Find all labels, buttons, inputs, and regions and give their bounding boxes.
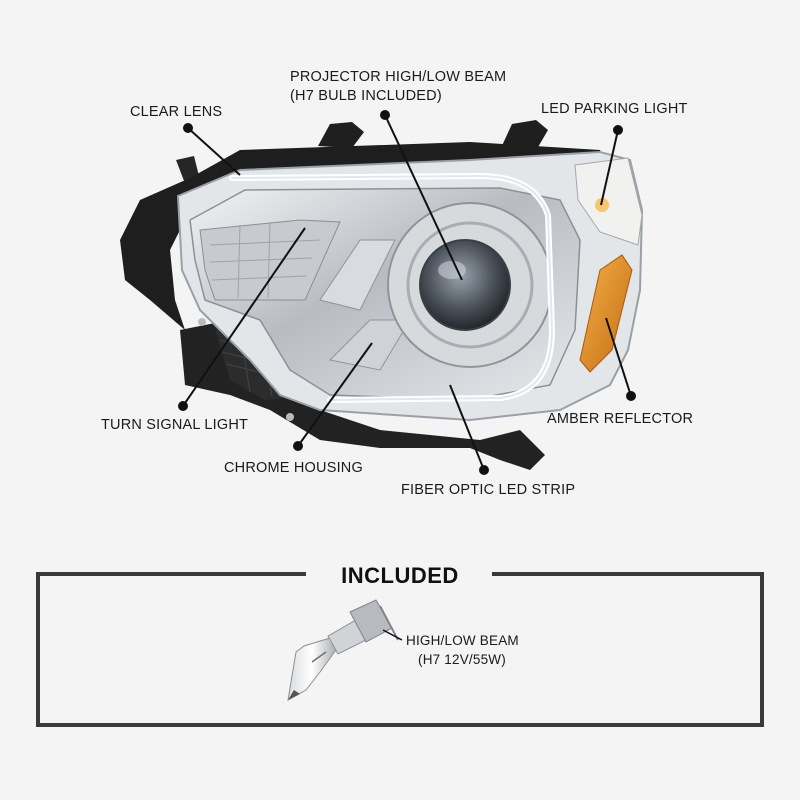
bulb-terminal — [379, 605, 399, 641]
label-turn-signal-light: TURN SIGNAL LIGHT — [101, 417, 249, 433]
screw — [198, 318, 206, 326]
lens-highlight — [438, 261, 466, 279]
leader-bulb — [382, 629, 403, 641]
included-box — [36, 572, 764, 727]
mount-tab-left — [318, 122, 364, 148]
leader-dot — [626, 391, 636, 401]
amber-reflector — [579, 254, 633, 373]
leader-dot — [380, 110, 390, 120]
reflector-facets — [209, 221, 321, 299]
leader-turn-signal — [182, 227, 306, 407]
leader-dot — [613, 125, 623, 135]
leader-dot — [183, 123, 193, 133]
label-projector-line2: (H7 BULB INCLUDED) — [290, 88, 442, 104]
bulb-tip — [288, 690, 300, 700]
leader-lines — [178, 110, 636, 475]
leader-dot — [178, 401, 188, 411]
leader-clear-lens — [187, 127, 241, 176]
parking-light-lens — [574, 157, 643, 246]
leader-chrome — [297, 342, 373, 447]
label-chrome-housing: CHROME HOUSING — [224, 460, 363, 476]
label-bulb-line2: (H7 12V/55W) — [418, 652, 506, 667]
projector-ring — [406, 221, 534, 349]
included-title: INCLUDED — [341, 563, 459, 588]
leader-dot — [479, 465, 489, 475]
leader-parking — [600, 129, 619, 206]
leader-fiber — [449, 384, 485, 471]
h7-bulb-image — [287, 599, 399, 701]
screw — [286, 413, 294, 421]
headlight-assembly — [120, 120, 644, 470]
chrome-fin — [319, 239, 396, 311]
label-led-parking-light: LED PARKING LIGHT — [541, 101, 688, 117]
leader-amber — [605, 317, 632, 397]
label-clear-lens: CLEAR LENS — [130, 104, 223, 120]
projector-lens — [419, 239, 511, 331]
label-projector-line1: PROJECTOR HIGH/LOW BEAM — [290, 69, 507, 85]
label-fiber-optic-led-strip: FIBER OPTIC LED STRIP — [401, 482, 576, 498]
leader-dot — [293, 441, 303, 451]
fiber-optic-glow — [231, 174, 554, 401]
label-amber-reflector: AMBER REFLECTOR — [547, 411, 694, 427]
leader-projector — [384, 114, 463, 281]
bulb-filament — [311, 651, 327, 663]
included-frame — [36, 572, 764, 727]
label-bulb-line1: HIGH/LOW BEAM — [406, 633, 519, 648]
